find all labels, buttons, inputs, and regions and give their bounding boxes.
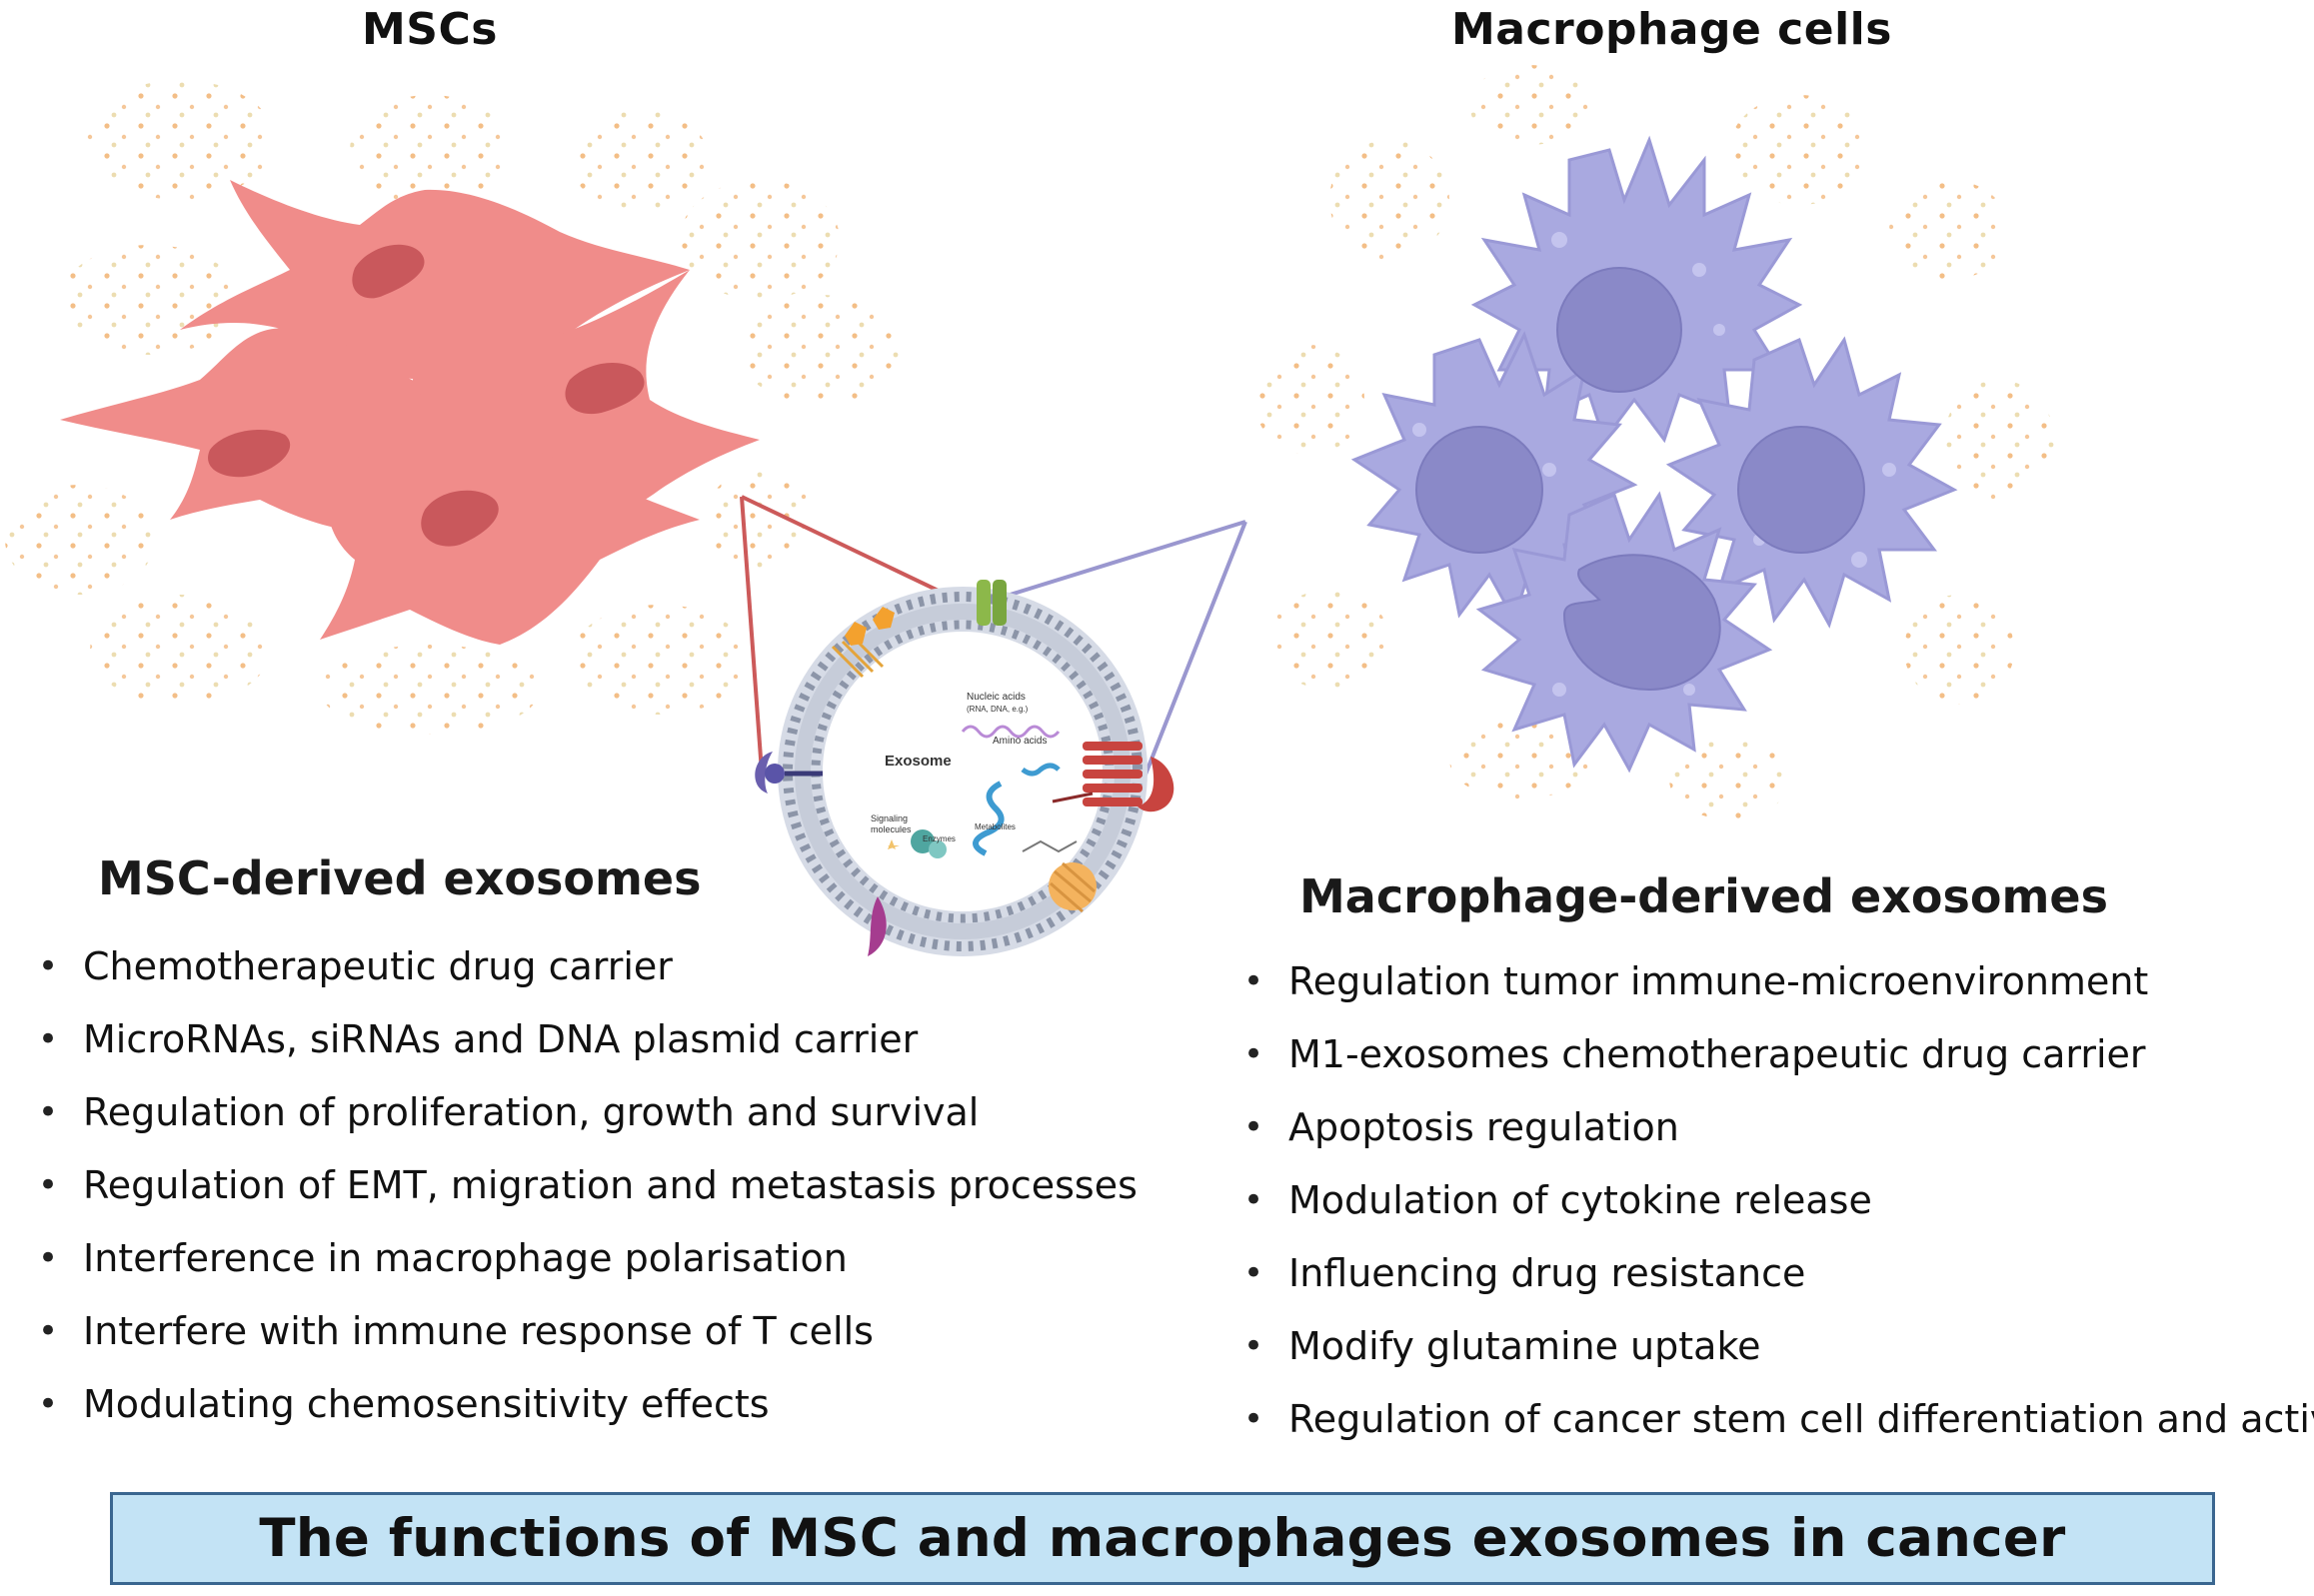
receptor-purple-icon xyxy=(755,752,773,794)
metabolites-label: Metabolites xyxy=(975,822,1016,831)
msc-nucleus-1 xyxy=(352,244,425,299)
macrophage-nucleus-bottom xyxy=(1562,554,1721,692)
macrophage-functions-list: Regulation tumor immune-microenvironment… xyxy=(1243,945,2314,1456)
nucleic-acids-label: Nucleic acids xyxy=(967,692,1026,703)
amino-acids-label: Amino acids xyxy=(993,736,1047,747)
macrophage-nucleus-right xyxy=(1737,426,1865,554)
list-item: Interfere with immune response of T cell… xyxy=(38,1295,1138,1368)
macrophage-nucleus-left xyxy=(1415,426,1543,554)
list-item: Modify glutamine uptake xyxy=(1243,1310,2314,1383)
msc-cell-1 xyxy=(180,180,690,381)
list-item: MicroRNAs, siRNAs and DNA plasmid carrie… xyxy=(38,1003,1138,1076)
msc-nuclei xyxy=(208,244,645,547)
macrophage-nuclei xyxy=(1415,267,1865,692)
list-item: Regulation tumor immune-microenvironment xyxy=(1243,945,2314,1018)
macrophage-nucleus-top xyxy=(1556,267,1682,393)
footer-title: The functions of MSC and macrophages exo… xyxy=(259,1508,2066,1569)
nucleic-acids-sub-label: (RNA, DNA, e.g.) xyxy=(967,705,1029,714)
membrane-protein-green xyxy=(977,580,991,626)
macrophage-title: Macrophage cells xyxy=(1451,4,1892,55)
msc-nucleus-4 xyxy=(421,490,499,547)
enzymes-label: Enzymes xyxy=(923,834,956,843)
list-item: Apoptosis regulation xyxy=(1243,1091,2314,1164)
macrophage-exosomes-heading: Macrophage-derived exosomes xyxy=(1299,869,2108,923)
signaling-label-1: Signaling xyxy=(871,813,908,823)
membrane-protein-red xyxy=(1083,742,1143,806)
receptor-red-icon xyxy=(1138,757,1174,812)
msc-exosomes-heading: MSC-derived exosomes xyxy=(98,851,702,905)
exosome: Exosome Nucleic acids (RNA, DNA, e.g.) A… xyxy=(755,580,1174,956)
list-item: Regulation of cancer stem cell different… xyxy=(1243,1383,2314,1456)
list-item: Chemotherapeutic drug carrier xyxy=(38,930,1138,1003)
macrophage-dot-clusters xyxy=(1254,65,2054,819)
list-item: Influencing drug resistance xyxy=(1243,1237,2314,1310)
list-item: Interference in macrophage polarisation xyxy=(38,1222,1138,1295)
signaling-label-2: molecules xyxy=(871,824,912,834)
list-item: Modulation of cytokine release xyxy=(1243,1164,2314,1237)
macrophage-granules xyxy=(1412,232,1896,697)
list-item: Regulation of proliferation, growth and … xyxy=(38,1076,1138,1149)
msc-cell-5 xyxy=(410,296,640,405)
msc-nucleus-3 xyxy=(208,430,291,478)
exosome-label: Exosome xyxy=(885,753,952,770)
msc-functions-list: Chemotherapeutic drug carrier MicroRNAs,… xyxy=(38,930,1138,1441)
msc-cells xyxy=(60,180,760,645)
list-item: Regulation of EMT, migration and metasta… xyxy=(38,1149,1138,1222)
list-item: M1-exosomes chemotherapeutic drug carrie… xyxy=(1243,1018,2314,1091)
list-item: Modulating chemosensitivity effects xyxy=(38,1368,1138,1441)
footer-banner: The functions of MSC and macrophages exo… xyxy=(110,1492,2215,1585)
msc-title: MSCs xyxy=(362,4,498,55)
msc-nucleus-2 xyxy=(565,362,645,415)
msc-cell-4 xyxy=(320,437,700,645)
